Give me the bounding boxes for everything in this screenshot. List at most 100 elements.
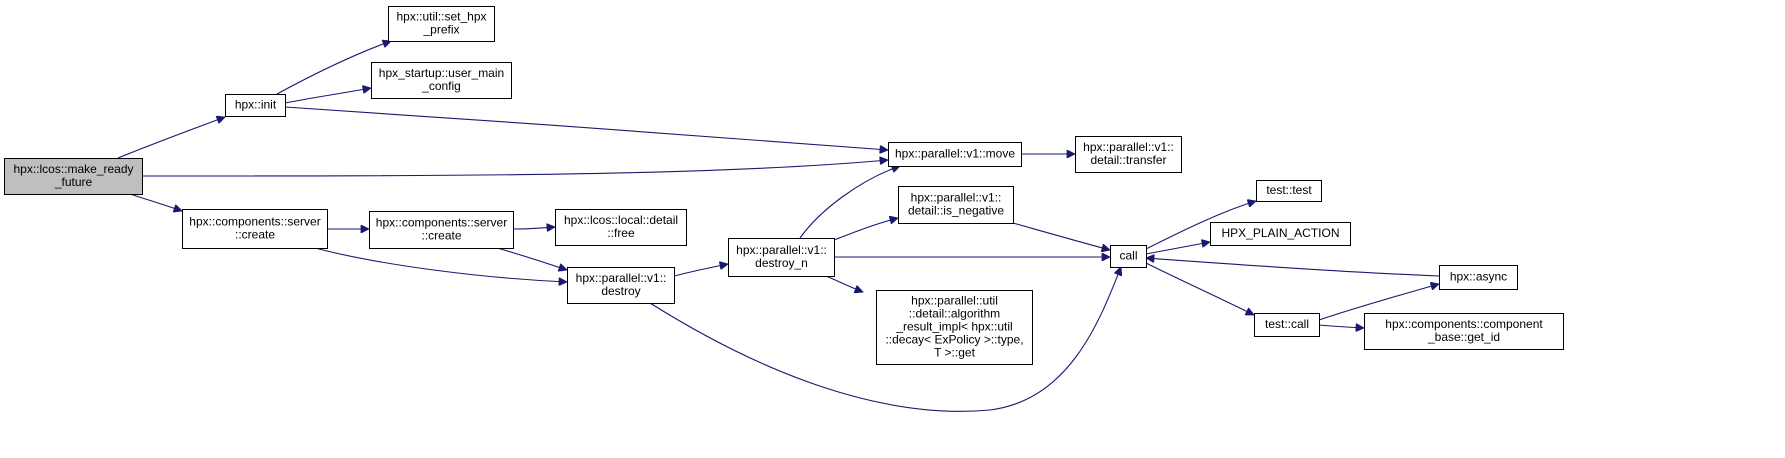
edge-arrow [649, 267, 1121, 412]
node-label-line: _prefix [422, 23, 459, 37]
node-server-create-1[interactable]: hpx::components::server::create [182, 209, 328, 249]
node-label-line: _result_impl< hpx::util [895, 320, 1012, 334]
node-label-line: hpx::parallel::v1:: [911, 191, 1002, 205]
edge-destroy_n-to-is_negative [833, 218, 898, 241]
node-box [1364, 313, 1564, 350]
node-box [388, 6, 495, 42]
node-label-line: test::test [1266, 183, 1312, 197]
node-user-main-config[interactable]: hpx_startup::user_main_config [371, 62, 512, 99]
node-label-line: ::detail::algorithm [909, 307, 1000, 321]
node-destroy-n[interactable]: hpx::parallel::v1::destroy_n [728, 238, 835, 277]
node-is-negative[interactable]: hpx::parallel::v1::detail::is_negative [898, 186, 1014, 224]
node-label-line: hpx::lcos::make_ready [13, 162, 133, 176]
node-init[interactable]: hpx::init [225, 94, 286, 117]
node-label-line: hpx::async [1450, 270, 1507, 284]
node-label-line: hpx::init [235, 98, 277, 112]
node-call[interactable]: call [1110, 245, 1147, 268]
node-label-line: hpx::lcos::local::detail [564, 213, 678, 227]
node-label-line: _config [421, 79, 461, 93]
node-label-line: destroy_n [755, 256, 808, 270]
edge-destroy-to-destroy_n [673, 264, 728, 277]
node-label-line: test::call [1265, 317, 1309, 331]
node-box [371, 62, 512, 99]
node-test-call[interactable]: test::call [1254, 313, 1320, 337]
node-box [898, 186, 1014, 224]
node-box [728, 238, 835, 277]
edge-arrow [1318, 325, 1364, 328]
edge-arrow [1145, 242, 1210, 255]
node-make-ready-future[interactable]: hpx::lcos::make_ready_future [4, 158, 143, 195]
node-local-detail-free[interactable]: hpx::lcos::local::detail::free [555, 209, 687, 246]
edge-arrow [129, 193, 182, 211]
node-label-line: ::create [421, 229, 461, 243]
edge-make_ready_future-to-move [141, 160, 888, 177]
edge-arrow [512, 227, 555, 229]
node-set-hpx-prefix[interactable]: hpx::util::set_hpx_prefix [388, 6, 495, 42]
edge-destroy_n-to-algorithm_result_get [825, 275, 863, 292]
node-box [555, 209, 687, 246]
edge-arrow [1145, 262, 1254, 316]
node-box [4, 158, 143, 195]
edge-test_call-to-async [1318, 284, 1439, 321]
node-test-test[interactable]: test::test [1256, 180, 1322, 202]
edge-destroy-to-call [649, 267, 1121, 412]
edge-arrow [276, 41, 391, 95]
node-label-line: call [1119, 249, 1137, 263]
node-box [1256, 180, 1322, 202]
node-async[interactable]: hpx::async [1439, 265, 1518, 290]
node-move[interactable]: hpx::parallel::v1::move [888, 142, 1022, 167]
node-label-line: hpx::components::component [1385, 317, 1543, 331]
edge-server_create_2-to-destroy [496, 247, 567, 270]
edges-layer [117, 41, 1440, 412]
node-box [182, 209, 328, 249]
edge-call-to-plain_action [1145, 242, 1210, 255]
edge-init-to-move [284, 106, 888, 150]
node-transfer[interactable]: hpx::parallel::v1::detail::transfer [1075, 136, 1182, 173]
node-box [1110, 245, 1147, 268]
edge-async-to-call [1146, 258, 1440, 277]
node-box [1075, 136, 1182, 173]
edge-arrow [1146, 258, 1440, 277]
node-label-line: _future [54, 175, 93, 189]
node-box [1254, 313, 1320, 337]
edge-arrow [141, 160, 888, 177]
node-label-line: hpx::parallel::v1:: [736, 243, 827, 257]
edge-arrow [1318, 284, 1439, 321]
node-server-create-2[interactable]: hpx::components::server::create [369, 211, 514, 249]
edge-server_create_2-to-local_detail_free [512, 227, 555, 229]
node-label-line: detail::is_negative [908, 204, 1004, 218]
node-box [369, 211, 514, 249]
node-label-line: ::free [607, 226, 635, 240]
edge-arrow [314, 247, 567, 282]
node-label-line: hpx::parallel::v1:: [576, 271, 667, 285]
node-get-id[interactable]: hpx::components::component_base::get_id [1364, 313, 1564, 350]
node-box [567, 267, 675, 304]
node-label-line: ::create [235, 228, 275, 242]
edge-arrow [496, 247, 567, 270]
nodes-layer: hpx::lcos::make_ready_futurehpx::inithpx… [4, 6, 1564, 365]
node-algorithm-result-get[interactable]: hpx::parallel::util::detail::algorithm_r… [876, 290, 1033, 365]
node-label-line: destroy [601, 284, 640, 298]
node-label-line: hpx::components::server [376, 216, 507, 230]
node-box [1210, 222, 1351, 246]
node-box [876, 290, 1033, 365]
edge-init-to-set_hpx_prefix [276, 41, 391, 95]
edge-arrow [825, 275, 863, 292]
node-destroy[interactable]: hpx::parallel::v1::destroy [567, 267, 675, 304]
node-label-line: hpx::components::server [189, 215, 320, 229]
node-box [888, 142, 1022, 167]
edge-test_call-to-get_id [1318, 325, 1364, 328]
node-plain-action[interactable]: HPX_PLAIN_ACTION [1210, 222, 1351, 246]
node-label-line: ::decay< ExPolicy >::type, [885, 333, 1023, 347]
node-label-line: T >::get [934, 346, 975, 360]
edge-init-to-user_main_config [284, 88, 371, 104]
edge-arrow [799, 166, 900, 239]
node-label-line: hpx::parallel::v1::move [895, 147, 1015, 161]
edge-arrow [117, 117, 225, 159]
node-label-line: hpx::parallel::v1:: [1083, 140, 1174, 154]
edge-destroy_n-to-move [799, 166, 900, 239]
edge-call-to-test_call [1145, 262, 1254, 316]
node-label-line: hpx_startup::user_main [379, 66, 504, 80]
edge-call-to-test_test [1145, 201, 1256, 250]
